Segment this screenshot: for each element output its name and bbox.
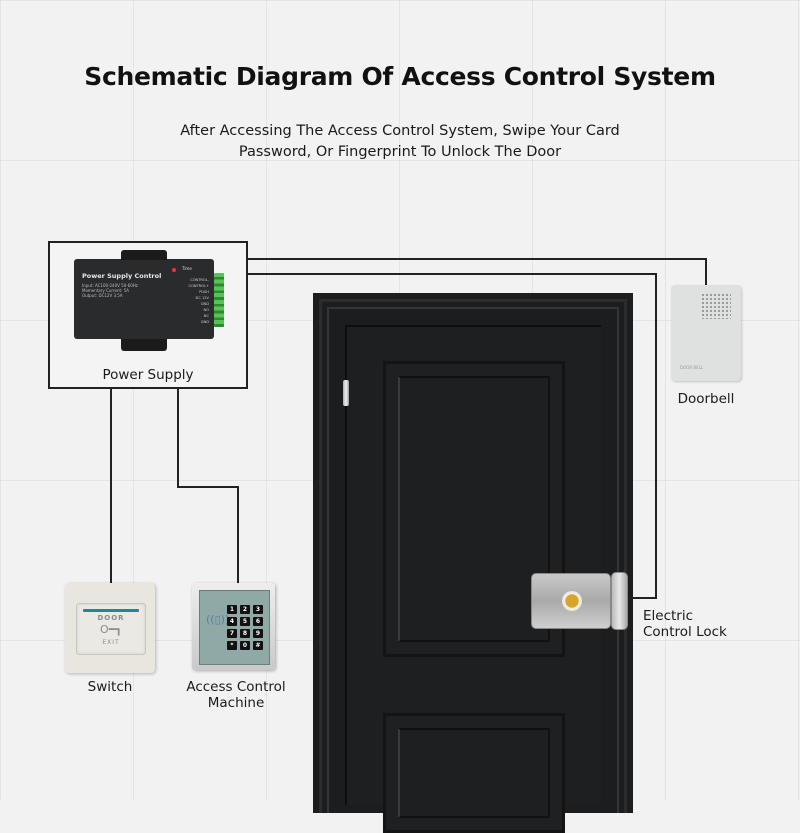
wire-doorbell: [248, 258, 707, 286]
keypad-key: 9: [253, 629, 263, 638]
keypad-key: 6: [253, 617, 263, 626]
door-frame-molding-inner: [327, 307, 619, 813]
lock-cylinder-icon: [562, 591, 582, 611]
door-hinge: [343, 380, 349, 406]
diagram-title: Schematic Diagram Of Access Control Syst…: [84, 62, 716, 91]
power-supply-box: Power Supply Control Input: AC100-240V 5…: [48, 241, 248, 389]
power-supply-specs: Input: AC100-240V 50-60Hz Momentary Curr…: [82, 283, 138, 298]
terminal-block-icon: [214, 273, 224, 327]
keypad-key: 3: [253, 605, 263, 614]
access-control-machine-device: ((▯)) 1 2 3 4 5 6 7 8 9 * 0 #: [192, 583, 275, 670]
doorbell-label: Doorbell: [677, 391, 735, 407]
keypad-key: 5: [240, 617, 250, 626]
diagram-subtitle: After Accessing The Access Control Syste…: [0, 121, 800, 163]
time-adjust-label: Time: [182, 266, 192, 271]
power-supply-label: Power Supply: [102, 367, 194, 383]
keypad-key: #: [253, 641, 263, 650]
doorbell-device: DOOR BELL: [671, 285, 741, 381]
electric-lock-label: Electric Control Lock: [643, 608, 727, 640]
keypad: 1 2 3 4 5 6 7 8 9 * 0 #: [227, 605, 263, 650]
wiring-diagram: [110, 258, 707, 599]
speaker-grille-icon: [701, 293, 731, 319]
exit-switch-device: DOOR O━┓ EXIT: [65, 583, 155, 673]
wire-lock: [248, 273, 657, 599]
power-supply-device-title: Power Supply Control: [82, 272, 162, 280]
door-frame-molding-outer: [319, 299, 627, 813]
keypad-key: 2: [240, 605, 250, 614]
keypad-key: 1: [227, 605, 237, 614]
keypad-key: 4: [227, 617, 237, 626]
power-supply-device: Power Supply Control Input: AC100-240V 5…: [74, 250, 224, 351]
key-icon: O━┓: [100, 623, 122, 636]
keypad-key: *: [227, 641, 237, 650]
access-control-machine-label: Access Control Machine: [186, 679, 286, 711]
switch-label: Switch: [87, 679, 133, 695]
terminal-labels: CONTROL- CONTROL+ PUSH DC 12V GND NO NC …: [188, 278, 209, 324]
electric-lock-device: [531, 572, 629, 630]
keypad-key: 8: [240, 629, 250, 638]
subtitle-line-2: Password, Or Fingerprint To Unlock The D…: [238, 144, 562, 160]
keypad-key: 7: [227, 629, 237, 638]
lock-keeper: [611, 572, 628, 630]
power-led-icon: [172, 268, 176, 272]
subtitle-line-1: After Accessing The Access Control Syste…: [180, 123, 620, 139]
wire-access-machine: [177, 389, 239, 584]
keypad-key: 0: [240, 641, 250, 650]
rfid-icon: ((▯)): [206, 613, 230, 626]
